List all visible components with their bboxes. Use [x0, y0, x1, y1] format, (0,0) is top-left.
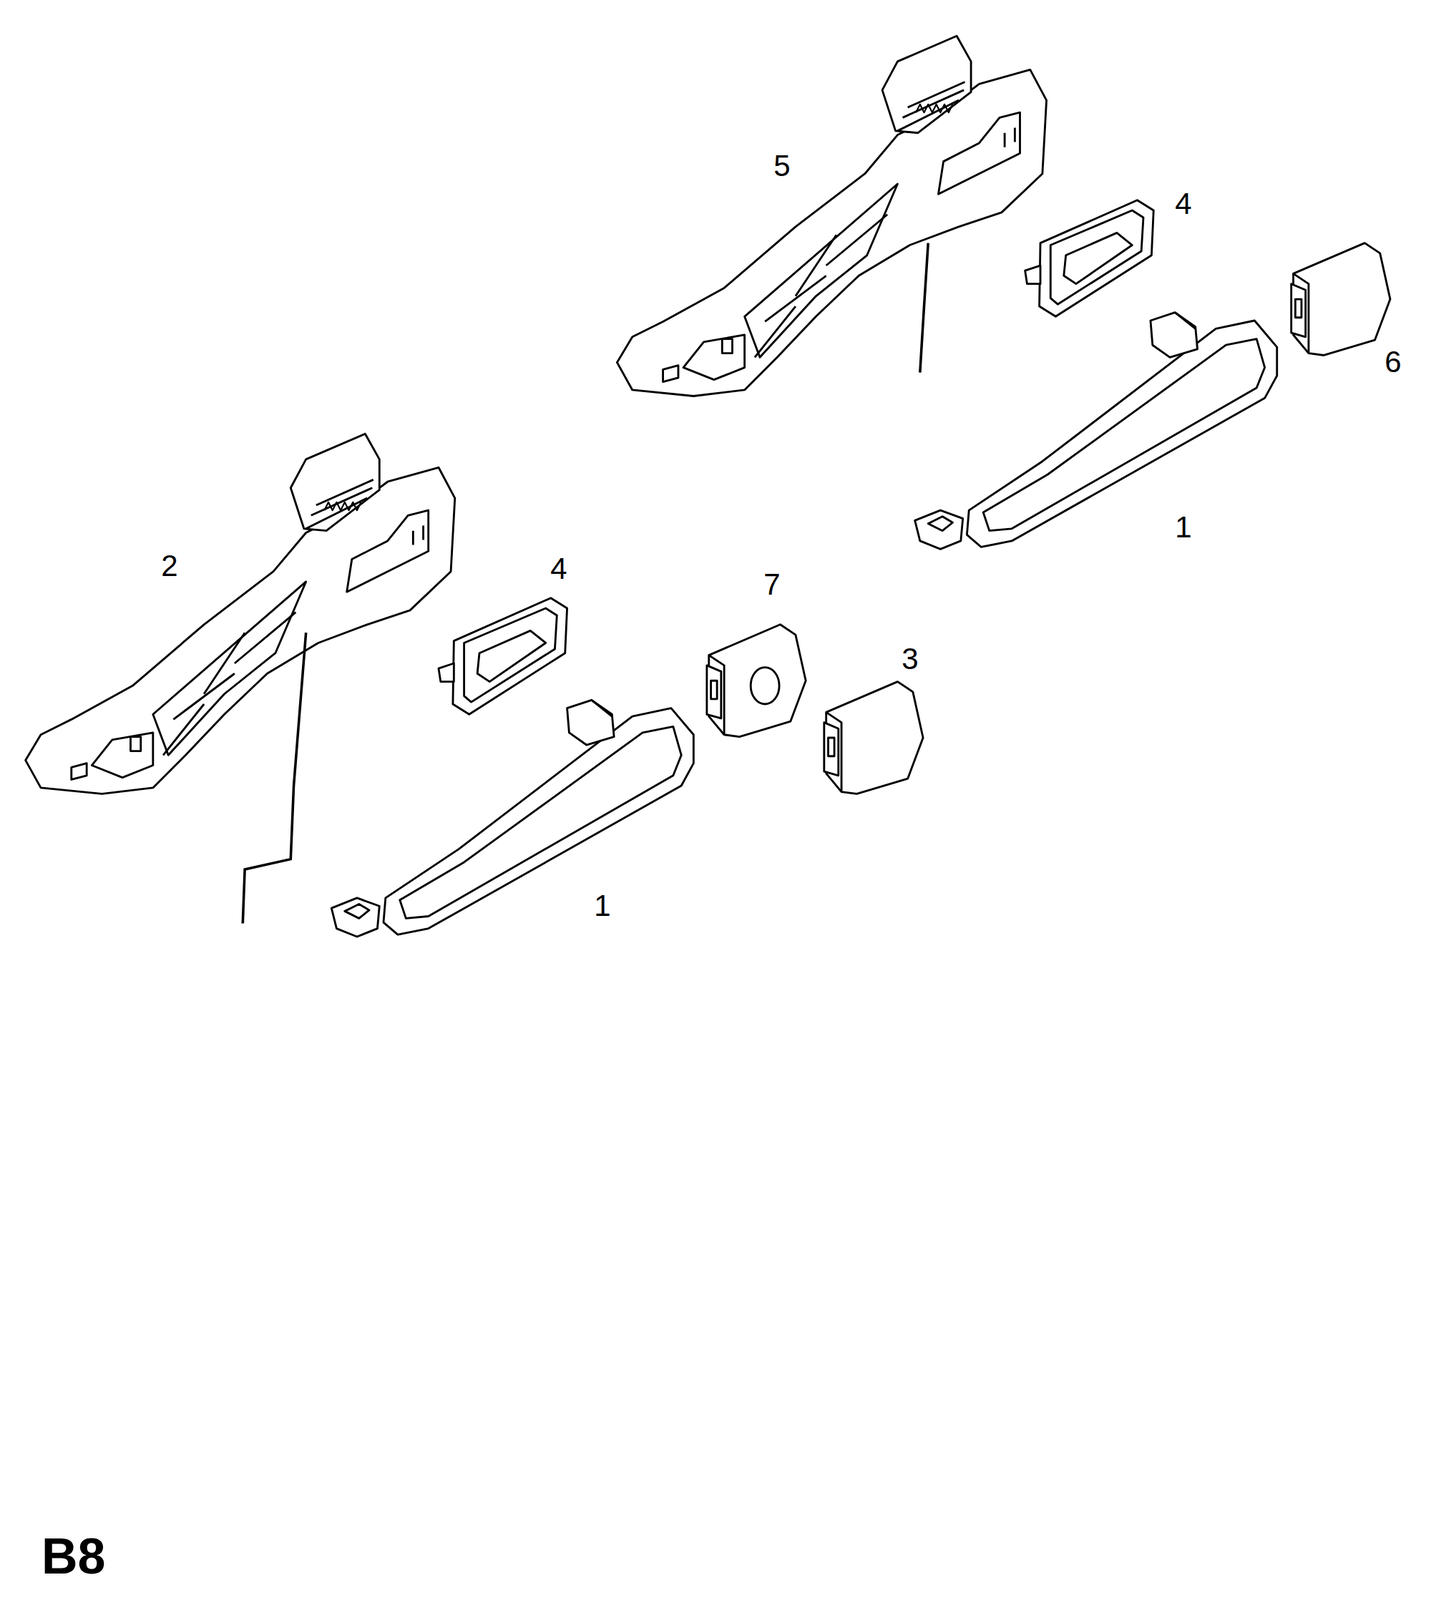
door-handle: [915, 312, 1278, 550]
handle-bracket: [616, 35, 1047, 396]
end-cap: [1291, 243, 1391, 356]
callout-number: 7: [763, 569, 780, 600]
callout-number: 4: [550, 553, 567, 584]
callout-number: 4: [1174, 188, 1192, 219]
gasket: [438, 598, 568, 715]
callout-number: 1: [1174, 512, 1192, 543]
gasket: [1025, 200, 1155, 317]
rod: [920, 243, 929, 373]
callout-number: 3: [901, 643, 918, 675]
door-handle: [331, 699, 694, 937]
sheet-code: B8: [41, 1531, 106, 1582]
callout-number: 2: [160, 550, 178, 581]
end-cap: [824, 681, 923, 795]
rod: [242, 632, 306, 923]
callout-number: 6: [1384, 347, 1401, 378]
callout-number: 1: [593, 890, 611, 921]
handle-bracket: [25, 433, 456, 794]
callout-number: 5: [773, 150, 790, 182]
lock-cap: [706, 624, 806, 737]
